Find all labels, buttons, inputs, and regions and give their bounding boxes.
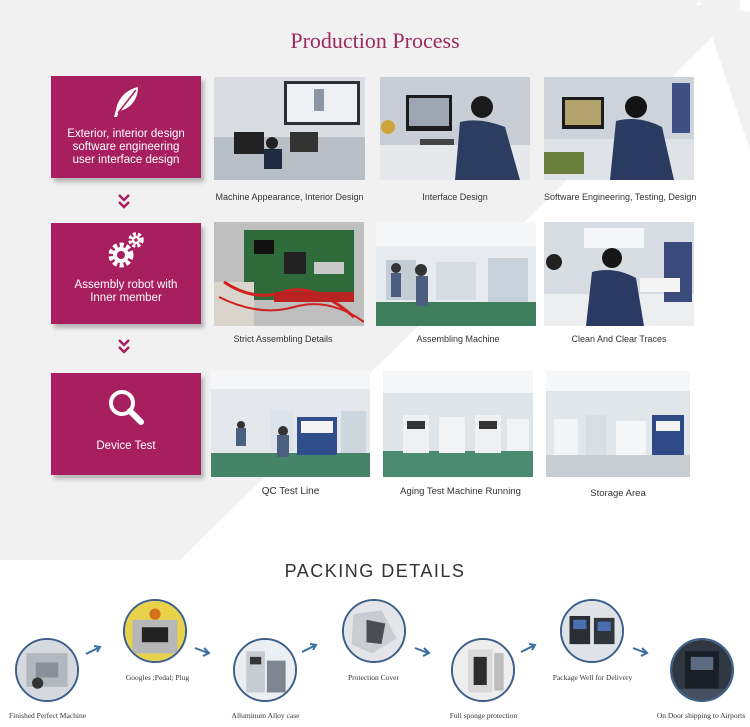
photo-caption: QC Test Line — [261, 486, 320, 497]
packing-caption: On Door shipping to Airports — [656, 711, 746, 720]
packing-photo-sponge — [451, 638, 515, 702]
packing-photo-protection-cover — [342, 599, 406, 663]
photo-caption: Interface Design — [422, 192, 488, 202]
packing-photo-shipping — [670, 638, 734, 702]
photo-caption: Assembling Machine — [416, 334, 500, 344]
arrow-icon — [85, 645, 102, 655]
photo-caption: Clean And Clear Traces — [571, 334, 667, 344]
packing-photo-finished-machine — [15, 638, 79, 702]
packing-photo-aluminum-case — [233, 638, 297, 702]
step-card-design: Exterior, interior design software engin… — [51, 76, 201, 178]
feather-icon — [114, 87, 138, 117]
packing-caption: Protection Cover — [347, 673, 400, 682]
packing-caption: Googles ;Pedal; Plug — [125, 673, 190, 682]
gears-icon — [108, 232, 144, 268]
packing-caption: Full sponge protection — [449, 711, 518, 720]
arrow-icon — [520, 643, 537, 653]
photo-assembling-machine — [376, 222, 536, 326]
packing-photo-goggles — [123, 599, 187, 663]
photo-caption: Strict Assembling Details — [233, 334, 333, 344]
step-label: Device Test — [96, 440, 156, 452]
photo-aging-test — [383, 371, 533, 477]
photo-interface-design — [380, 77, 530, 180]
step-label: Exterior, interior design software engin… — [67, 128, 185, 166]
packing-caption: Package Well for Delivery — [552, 673, 633, 682]
photo-caption: Software Engineering, Testing, Design — [544, 192, 697, 202]
packing-caption: Finished Perfect Machine — [8, 711, 87, 720]
arrow-icon — [301, 643, 318, 653]
magnifier-icon — [109, 390, 144, 425]
packing-caption: Alluminum Alloy case — [231, 711, 300, 720]
chevron-down-icon — [118, 339, 130, 354]
packing-title: PACKING DETAILS — [284, 561, 466, 581]
page-title: Production Process — [290, 28, 460, 53]
photo-caption: Storage Area — [590, 488, 646, 499]
chevron-down-icon — [118, 194, 130, 209]
photo-assembling-details — [214, 222, 364, 326]
photo-software-engineering — [544, 77, 694, 180]
photo-caption: Aging Test Machine Running — [400, 486, 521, 497]
step-card-device-test: Device Test — [51, 373, 201, 475]
photo-storage-area — [546, 371, 690, 477]
step-label: Assembly robot with Inner member — [74, 279, 178, 304]
arrow-icon — [194, 647, 211, 657]
step-card-assembly: Assembly robot with Inner member — [51, 223, 201, 324]
photo-interior-design — [214, 77, 365, 180]
photo-clean-traces — [544, 222, 694, 326]
arrow-icon — [414, 647, 431, 657]
photo-caption: Machine Appearance, Interior Design — [215, 192, 364, 202]
photo-qc-test-line — [211, 371, 370, 477]
arrow-icon — [632, 647, 649, 657]
packing-photo-package — [560, 599, 624, 663]
